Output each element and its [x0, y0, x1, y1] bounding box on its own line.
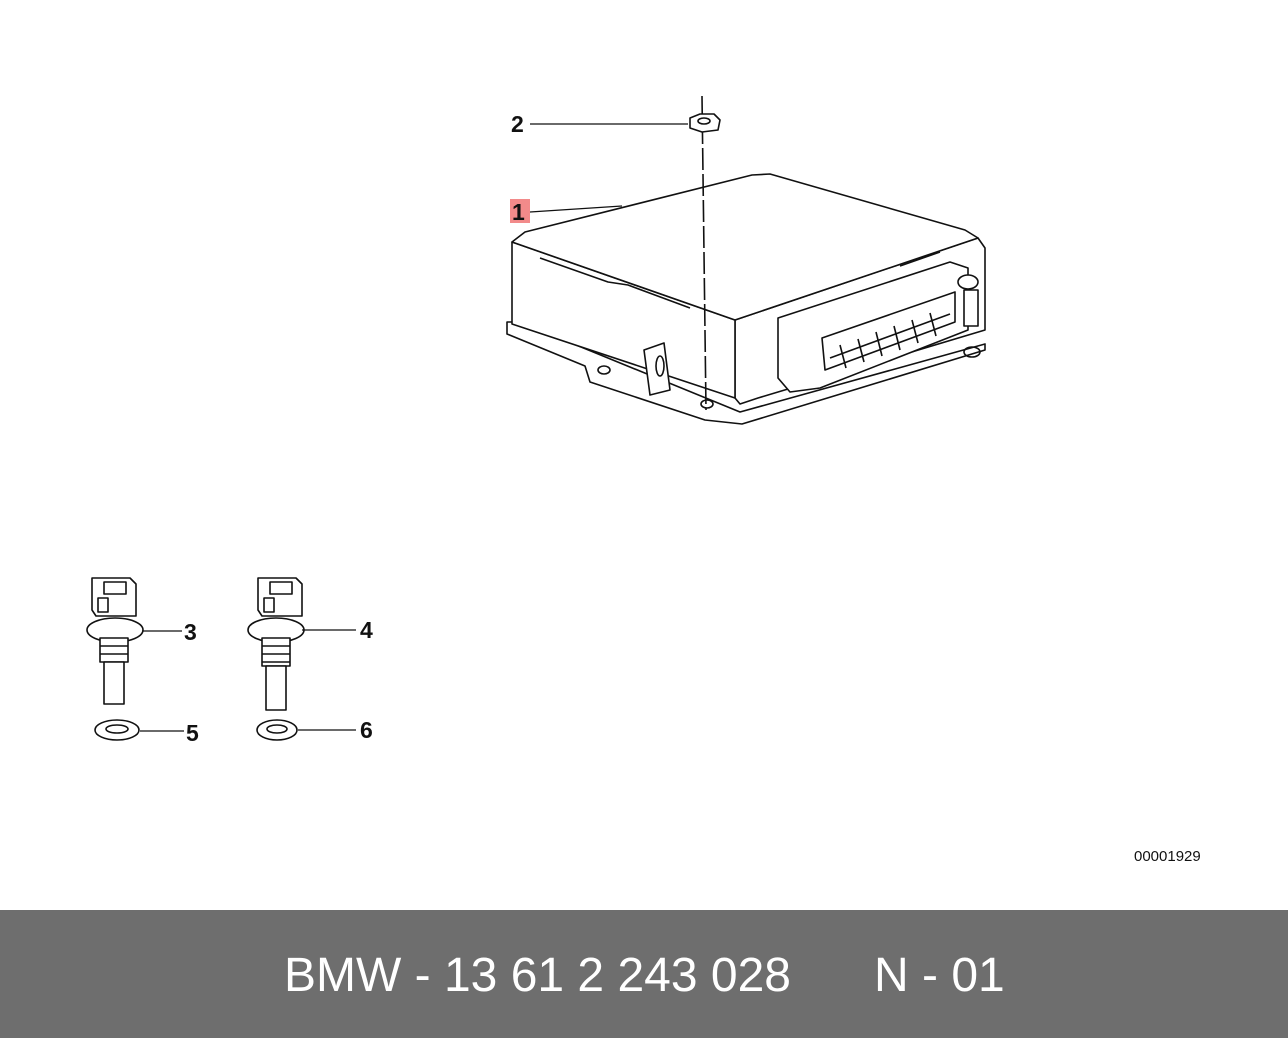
leader-lines: [140, 123, 688, 732]
callout-2[interactable]: 2: [511, 111, 524, 137]
position-code: N - 01: [874, 949, 1005, 1002]
callout-4[interactable]: 4: [360, 617, 373, 643]
part-number: BMW - 13 61 2 243 028: [284, 949, 791, 1002]
temperature-sensor-4-drawing: [247, 577, 305, 741]
control-unit-drawing: [506, 173, 986, 425]
temperature-sensor-3-drawing: [86, 577, 144, 741]
footer-bar: BMW - 13 61 2 243 028 N - 01: [0, 910, 1288, 1038]
callout-6[interactable]: 6: [360, 717, 373, 743]
callout-1[interactable]: 1: [512, 199, 525, 225]
diagram-reference-number: 00001929: [1134, 848, 1201, 865]
callout-3[interactable]: 3: [184, 619, 197, 645]
hex-nut-drawing: [689, 95, 721, 411]
callout-5[interactable]: 5: [186, 720, 199, 746]
parts-diagram: 1 2 3 4 5 6: [86, 95, 986, 746]
callout-highlight: [510, 199, 530, 223]
